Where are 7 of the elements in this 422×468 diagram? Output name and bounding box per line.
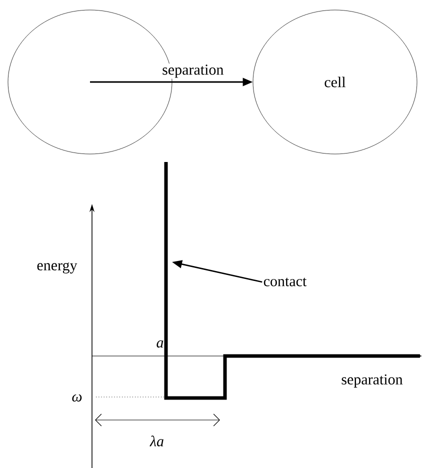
axis-label: a	[156, 340, 164, 348]
axis-label: energy	[37, 262, 78, 274]
axis-label: λa	[150, 436, 164, 446]
axis-label: separation	[342, 374, 403, 388]
axis-label: ω	[72, 394, 82, 402]
text-label: contact	[264, 278, 307, 286]
edge-label: separation	[161, 64, 225, 79]
